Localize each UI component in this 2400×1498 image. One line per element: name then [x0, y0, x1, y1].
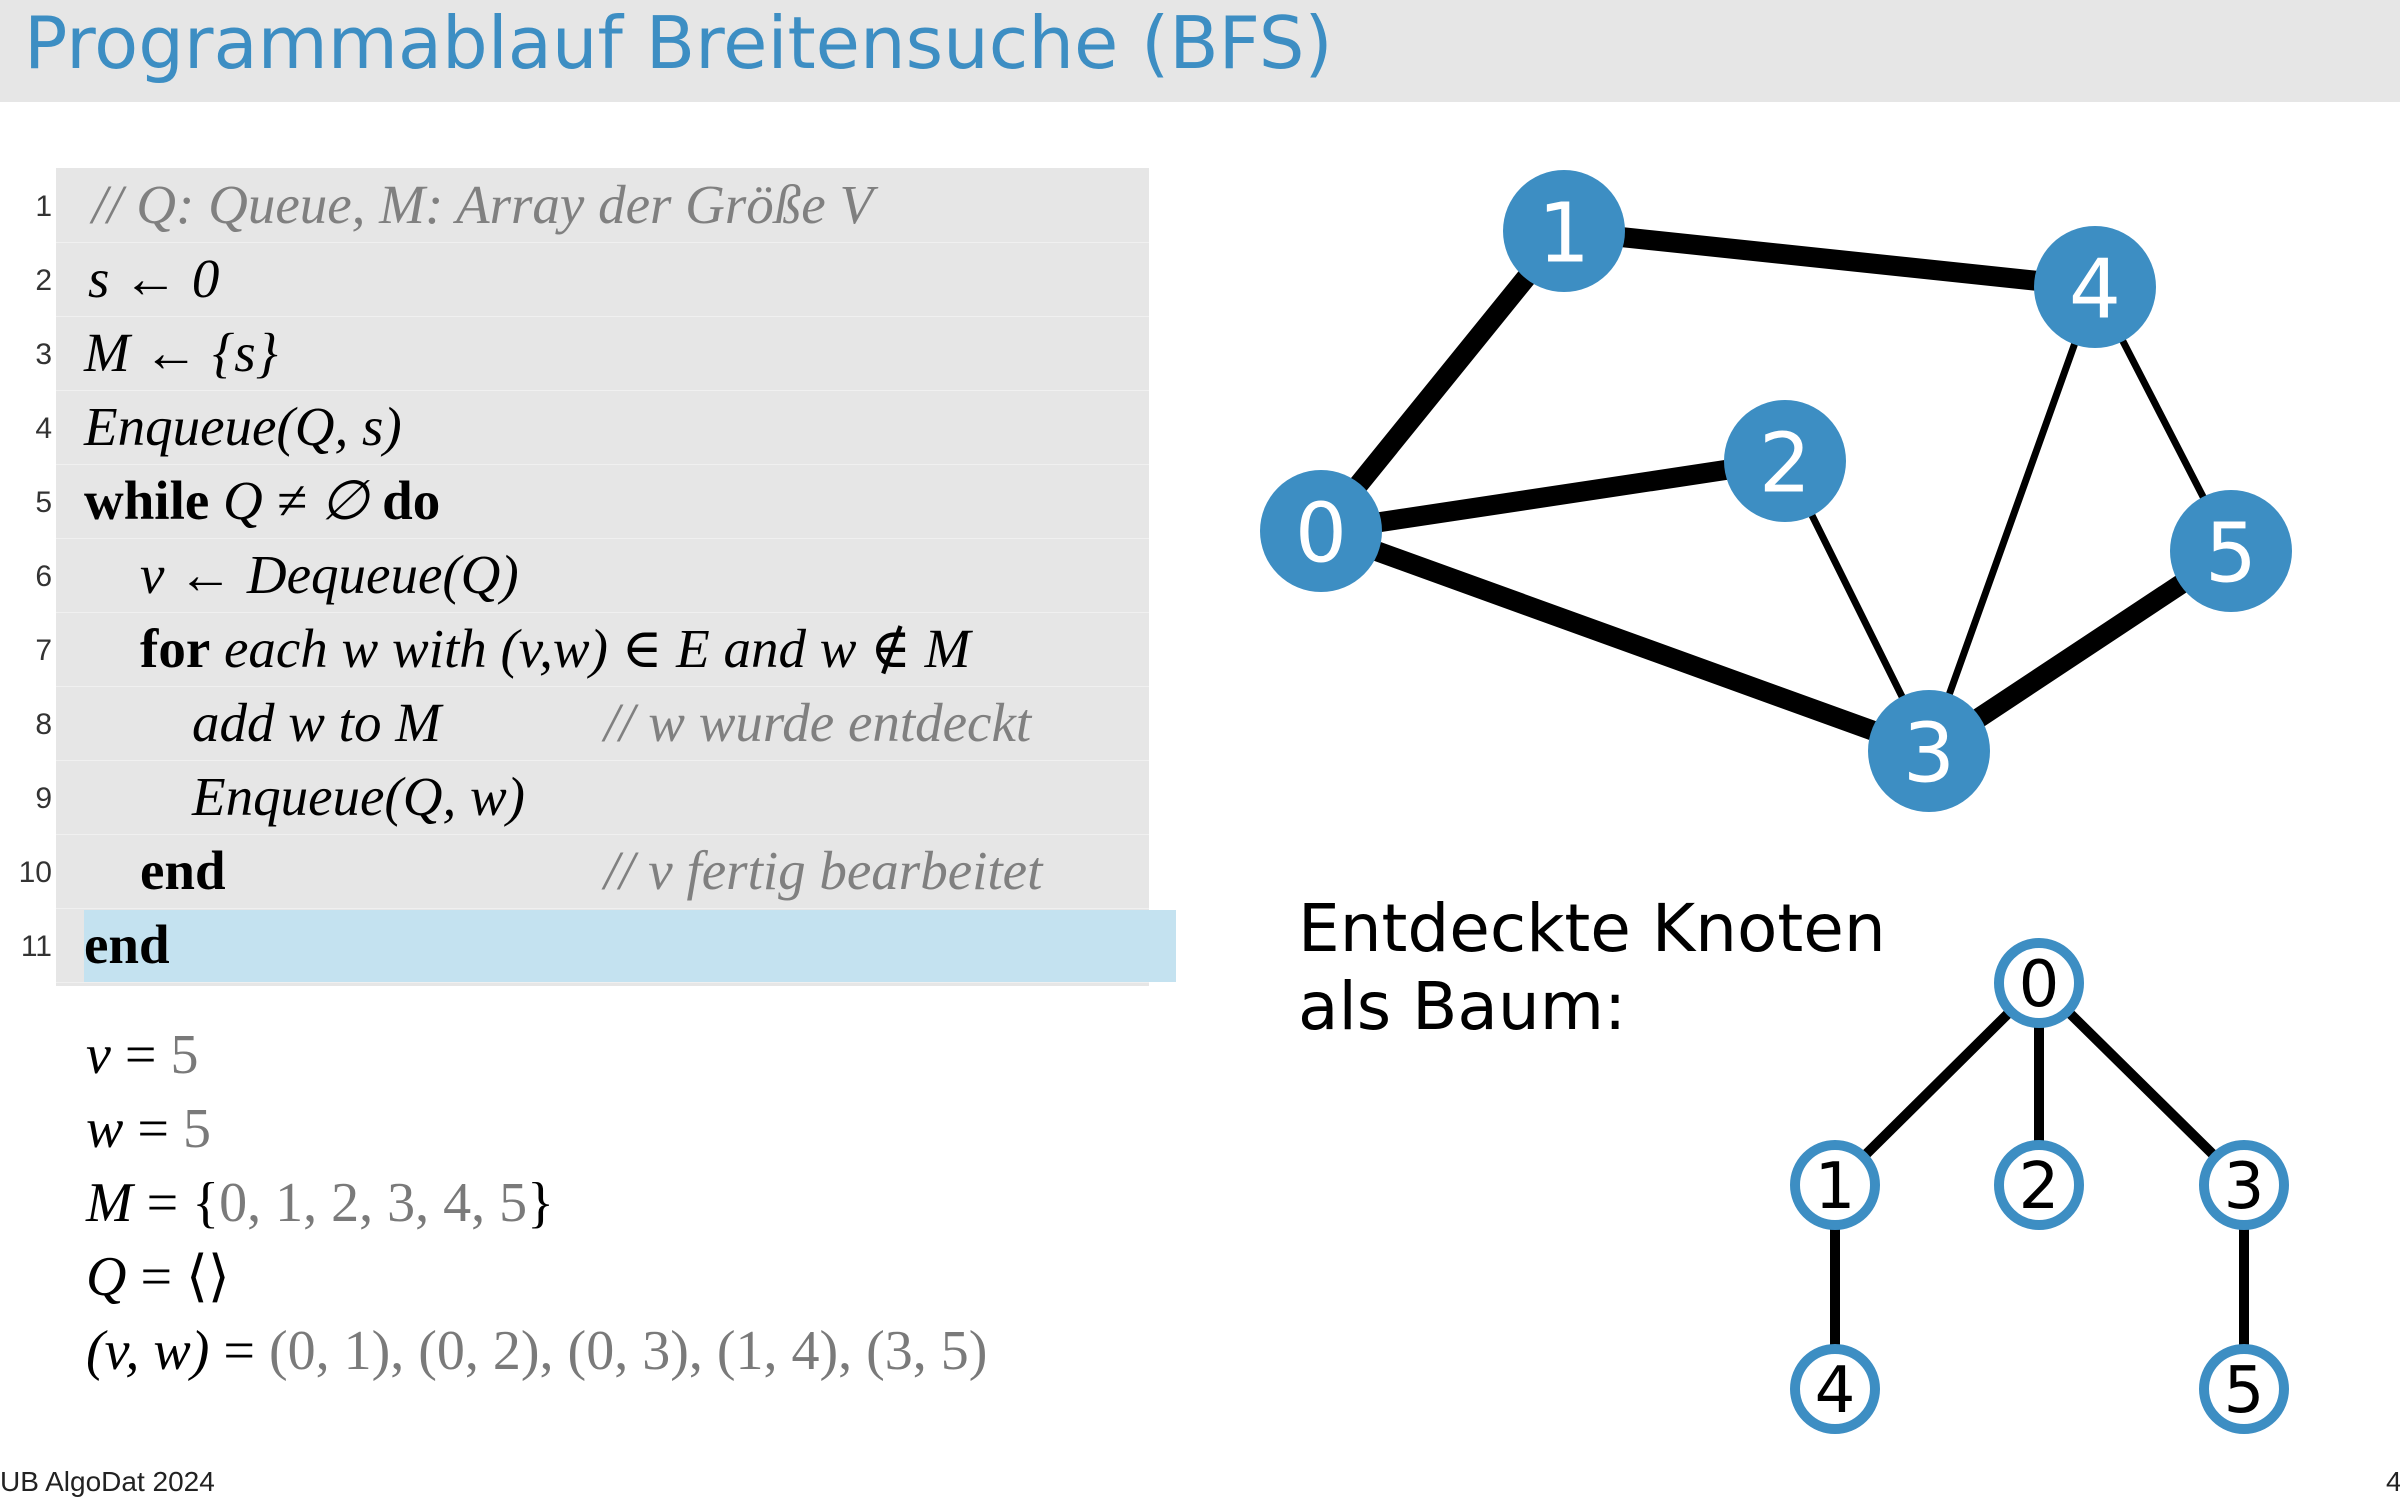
graph-node-label-4: 4: [2069, 243, 2121, 338]
graph-node-1: [1503, 170, 1625, 292]
var-vw: (v, w) = (0, 1), (0, 2), (0, 3), (1, 4),…: [86, 1320, 988, 1382]
var-v-value: 5: [170, 1024, 199, 1086]
code-line-5: 5 while Q ≠ ∅ do: [35, 464, 1149, 539]
code-text: for each w with (v,w) ∈ E and w ∉ M: [140, 618, 970, 680]
slide-title: Programmablauf Breitensuche (BFS): [24, 1, 1333, 85]
keyword-while: while: [84, 470, 210, 531]
graph-node-label-0: 0: [1295, 487, 1347, 582]
var-w: w = 5: [86, 1098, 211, 1160]
graph-edge-0-1: [1311, 221, 1574, 541]
tree-edge-0-3: [2035, 979, 2248, 1189]
graph-node-label-1: 1: [1538, 187, 1590, 282]
line-number: 3: [35, 338, 52, 371]
tree-edge-0-1: [1831, 979, 2043, 1189]
graph-edge-0-3: [1311, 521, 1939, 761]
line-number: 11: [20, 930, 52, 963]
graph-node-label-3: 3: [1903, 707, 1955, 802]
tree-node-1: [1790, 1140, 1880, 1230]
tree-node-0: [1994, 938, 2084, 1028]
footer-text: UB AlgoDat 2024: [0, 1466, 215, 1497]
var-M: M = {0, 1, 2, 3, 4, 5}: [86, 1172, 555, 1234]
var-M-value: 0, 1, 2, 3, 4, 5: [219, 1172, 528, 1234]
code-comment: // w wurde entdeckt: [604, 692, 1032, 753]
keyword-end: end: [84, 914, 170, 975]
code-text: s ← 0: [88, 248, 220, 309]
tree-node-label-5: 5: [2224, 1354, 2265, 1428]
tree-node-2: [1994, 1140, 2084, 1230]
var-w-value: 5: [182, 1098, 211, 1160]
graph-node-4: [2034, 226, 2156, 348]
code-text: v ← Dequeue(Q): [140, 544, 519, 605]
tree-node-3: [2199, 1140, 2289, 1230]
code-text: M ← {s}: [84, 322, 278, 383]
tree-node-label-4: 4: [1815, 1354, 1856, 1428]
code-text: end: [84, 914, 170, 976]
tree-node-label-1: 1: [1815, 1150, 1856, 1224]
line-number: 8: [35, 708, 52, 741]
code-line-11-highlighted: 11 end: [21, 908, 1176, 983]
keyword-end: end: [140, 840, 226, 901]
var-Q-value: ⟨⟩: [186, 1246, 230, 1308]
title-bar: Programmablauf Breitensuche (BFS): [0, 0, 2400, 102]
graph-edge-3-4: [1925, 283, 2099, 755]
code-line-2: 2 s ← 0: [35, 242, 1149, 317]
graph-node-label-2: 2: [1759, 417, 1811, 512]
graph-node-2: [1724, 400, 1846, 522]
variable-state: v = 5 w = 5 M = {0, 1, 2, 3, 4, 5} Q = ⟨…: [86, 1018, 987, 1388]
code-line-6: 6 v ← Dequeue(Q): [35, 538, 1149, 613]
var-vw-value: (0, 1), (0, 2), (0, 3), (1, 4), (3, 5): [268, 1320, 988, 1382]
graph-node-0: [1260, 470, 1382, 592]
line-number: 2: [35, 264, 52, 297]
var-v: v = 5: [86, 1024, 199, 1086]
keyword-for: for: [140, 618, 211, 679]
tree-label: Entdeckte Knoten als Baum:: [1298, 890, 1886, 1045]
code-line-3: 3 M ← {s}: [35, 316, 1149, 391]
line-number: 5: [35, 486, 52, 519]
line-number: 9: [35, 782, 52, 815]
code-text: Enqueue(Q, w): [192, 766, 525, 827]
keyword-do: do: [382, 470, 441, 531]
graph-edge-1-4: [1554, 221, 2105, 297]
code-line-9: 9 Enqueue(Q, w): [35, 760, 1149, 835]
code-text: Enqueue(Q, s): [84, 396, 402, 457]
loop-condition: each w with (v,w) ∈ E and w ∉ M: [223, 618, 971, 679]
line-number: 4: [35, 412, 52, 445]
tree-node-label-3: 3: [2224, 1150, 2265, 1224]
code-line-10: 10 end // v fertig bearbeitet: [19, 834, 1149, 909]
tree-node-label-2: 2: [2019, 1150, 2060, 1224]
graph-node-label-5: 5: [2205, 507, 2257, 602]
graph-node-3: [1868, 690, 1990, 812]
code-line-4: 4 Enqueue(Q, s): [35, 390, 1149, 465]
code-line-8: 8 add w to M // w wurde entdeckt: [35, 686, 1149, 761]
tree-node-4: [1790, 1344, 1880, 1434]
code-line-7: 7 for each w with (v,w) ∈ E and w ∉ M: [35, 612, 1149, 687]
line-number: 1: [35, 190, 52, 223]
line-number: 7: [35, 634, 52, 667]
code-comment: // Q: Queue, M: Array der Größe V: [92, 174, 874, 235]
pseudocode-block: 1 // Q: Queue, M: Array der Größe V 2 s …: [19, 168, 1176, 986]
code-text: end: [140, 840, 226, 902]
graph-edge-0-2: [1311, 451, 1795, 541]
code-text: add w to M: [192, 692, 442, 753]
code-text: while Q ≠ ∅ do: [84, 470, 440, 532]
line-number: 6: [35, 560, 52, 593]
code-comment: // v fertig bearbeitet: [604, 840, 1043, 901]
var-Q: Q = ⟨⟩: [86, 1246, 230, 1308]
loop-condition: Q ≠ ∅: [223, 470, 369, 531]
tree-node-label-0: 0: [2019, 948, 2060, 1022]
tree-node-5: [2199, 1344, 2289, 1434]
code-line-1: 1 // Q: Queue, M: Array der Größe V: [35, 168, 1149, 243]
line-number: 10: [18, 856, 52, 889]
page-number: 4: [2386, 1466, 2400, 1497]
graph-node-5: [2170, 490, 2292, 612]
